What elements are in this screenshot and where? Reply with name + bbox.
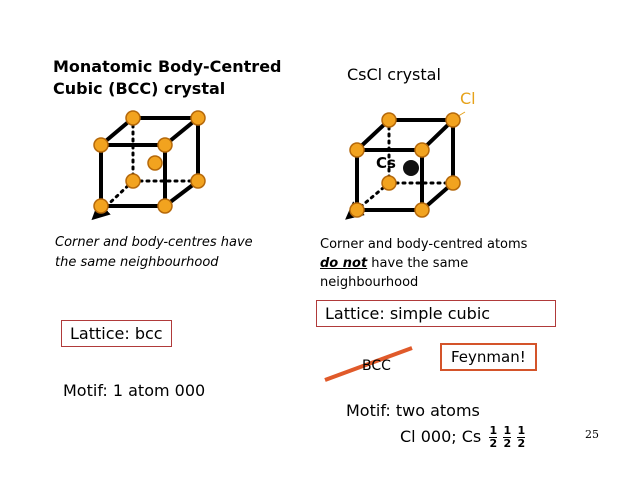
cscl-caption-line3: neighbourhood	[320, 275, 419, 290]
cl-corner-atom	[414, 142, 430, 158]
cl-corner-atom	[445, 175, 461, 191]
cl-corner-atom	[381, 112, 397, 128]
bcc-corner-atom	[125, 110, 141, 126]
cscl-caption-line1: Corner and body-centred atoms	[320, 237, 528, 252]
bcc-motif: Motif: 1 atom 000	[63, 381, 206, 400]
cscl-lattice-box: Lattice: simple cubic	[316, 300, 556, 327]
bcc-title-line1: Monatomic Body-Centred	[53, 57, 282, 76]
cl-corner-atom	[445, 112, 461, 128]
bcc-corner-atom	[157, 137, 173, 153]
page-number: 25	[585, 428, 599, 441]
bcc-title-line2: Cubic (BCC) crystal	[53, 79, 226, 98]
cscl-motif-prefix: Cl 000; Cs	[400, 427, 482, 446]
bcc-strike-line	[324, 346, 413, 382]
cscl-title: CsCl crystal	[347, 65, 441, 84]
bcc-corner-atom	[157, 198, 173, 214]
cscl-motif-line1: Motif: two atoms	[346, 401, 480, 420]
bcc-corner-atom	[93, 137, 109, 153]
cscl-caption-line2-rest: have the same	[367, 256, 469, 271]
bcc-cube	[91, 110, 206, 221]
cscl-caption-emphasis: do not	[320, 256, 368, 271]
cscl-cube	[345, 111, 466, 220]
cscl-caption-line2: do not have the same	[320, 254, 468, 273]
struck-bcc-label: BCC	[362, 358, 391, 374]
cl-corner-atom	[349, 142, 365, 158]
cs-body-centre-atom	[403, 160, 419, 176]
cl-label: Cl	[460, 89, 476, 108]
bcc-caption-line1: Corner and body-centres have	[55, 235, 253, 250]
bcc-caption-line2: the same neighbourhood	[55, 255, 219, 270]
cl-corner-atom	[349, 202, 365, 218]
cs-label: Cs	[376, 154, 396, 172]
bcc-corner-atom	[190, 110, 206, 126]
feynman-note: Feynman!	[440, 343, 537, 371]
cl-corner-atom	[381, 175, 397, 191]
bcc-lattice-box: Lattice: bcc	[61, 320, 172, 347]
bcc-corner-atom	[125, 173, 141, 189]
bcc-corner-atom	[190, 173, 206, 189]
bcc-body-centre-atom	[147, 155, 163, 171]
bcc-corner-atom	[93, 198, 109, 214]
cl-corner-atom	[414, 202, 430, 218]
